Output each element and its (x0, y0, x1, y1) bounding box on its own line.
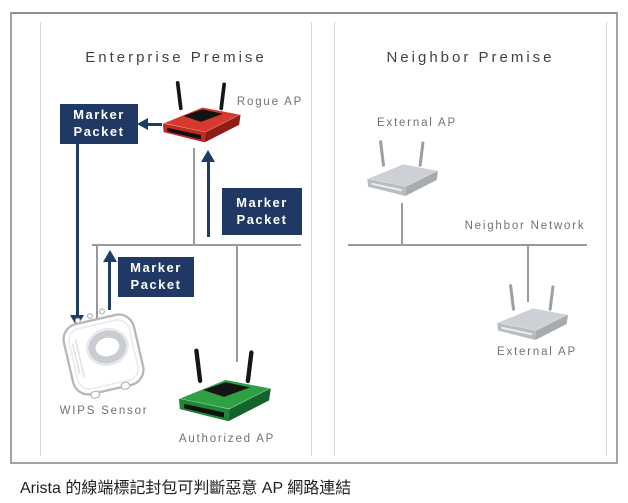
marker-packet-text: Packet (73, 124, 125, 139)
external-ap-bottom-drop-line (527, 246, 529, 302)
marker-packet-text: Marker (130, 260, 182, 276)
wips-sensor-icon (56, 300, 148, 404)
external-ap-bottom-icon (492, 282, 572, 350)
neighbor-network-label: Neighbor Network (464, 220, 586, 232)
marker-packet-box-bottom: Marker Packet (118, 257, 194, 297)
marker-packet-box-left: Marker Packet (60, 104, 138, 144)
arrow-rogue-to-marker-icon (137, 118, 148, 130)
arrow-bus-to-rogue-line (206, 162, 210, 237)
enterprise-bus-line (92, 244, 301, 246)
arrow-bus-to-rogue-icon (201, 150, 215, 162)
authorized-ap-drop-line (236, 246, 238, 362)
wips-sensor-label: WIPS Sensor (59, 405, 149, 417)
rogue-ap-icon (157, 80, 245, 152)
arrow-wips-to-bus-line (108, 262, 111, 310)
neighbor-bus-line (348, 244, 587, 246)
neighbor-premise-title: Neighbor Premise (386, 49, 555, 66)
marker-packet-text: Packet (130, 277, 182, 292)
external-ap-bottom-label: External AP (497, 346, 577, 358)
enterprise-premise-title: Enterprise Premise (85, 49, 267, 66)
enterprise-premise-region: Enterprise Premise (40, 22, 312, 456)
arrow-marker-to-wips-line (75, 143, 79, 315)
marker-packet-text: Packet (236, 211, 288, 227)
authorized-ap-label: Authorized AP (178, 433, 276, 445)
arrow-wips-to-bus-icon (102, 250, 117, 262)
rogue-ap-label: Rogue AP (236, 96, 304, 108)
external-ap-top-label: External AP (377, 117, 457, 129)
rogue-ap-drop-line (192, 148, 195, 245)
neighbor-premise-region: Neighbor Premise (334, 22, 607, 456)
arrow-rogue-to-marker-line (148, 122, 162, 126)
marker-packet-box-right: Marker Packet (222, 188, 302, 235)
diagram-caption: Arista 的線端標記封包可判斷惡意 AP 網路連結 (20, 480, 352, 497)
external-ap-top-icon (362, 138, 442, 206)
authorized-ap-icon (172, 347, 276, 433)
marker-packet-text: Marker (73, 107, 125, 123)
marker-packet-text: Marker (236, 194, 288, 210)
wips-drop-line (95, 246, 98, 330)
external-ap-top-drop-line (401, 203, 403, 245)
